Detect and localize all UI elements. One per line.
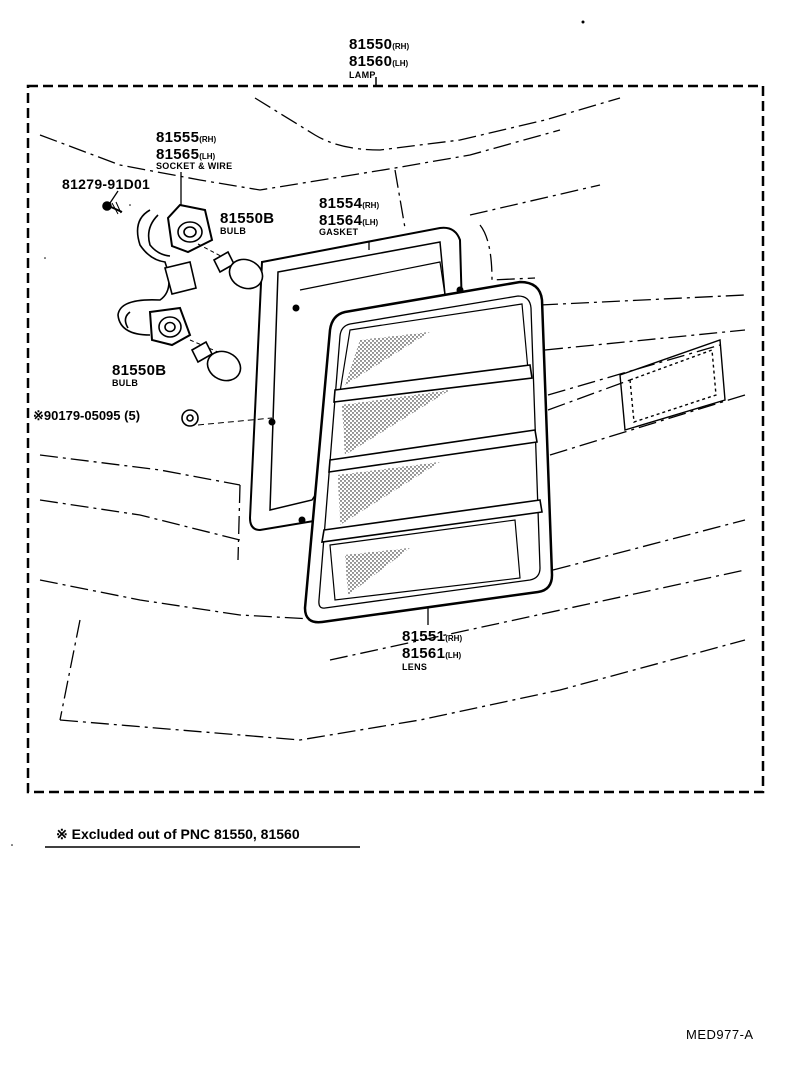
lens-drawing — [303, 280, 554, 624]
lamp-callout: 81550(RH) 81560(LH) LAMP — [349, 36, 410, 80]
vehicle-body-outline — [39, 97, 746, 741]
lamp-desc: LAMP — [349, 70, 376, 80]
nut-callout: ※90179-05095 (5) — [33, 408, 141, 423]
bulb-lower-drawing — [190, 340, 242, 382]
socket-callout: 81555(RH) 81565(LH) SOCKET & WIRE — [156, 129, 233, 171]
gasket-callout: 81554(RH) 81564(LH) GASKET — [319, 195, 380, 237]
nut-drawing — [181, 409, 273, 427]
bulb-lower-callout: 81550B BULB — [112, 362, 167, 388]
diagram-code: MED977-A — [686, 1027, 754, 1042]
socket-desc: SOCKET & WIRE — [156, 161, 233, 171]
bulb-upper-callout: 81550B BULB — [220, 210, 275, 236]
assembly-boundary-box — [26, 84, 765, 794]
leader-lines — [109, 172, 429, 625]
lens-callout: 81551(RH) 81561(LH) LENS — [402, 628, 463, 672]
screw-part-number: 81279-91D01 — [62, 176, 151, 192]
body-side-panel — [619, 339, 726, 431]
screw-drawing — [102, 201, 123, 215]
exclusion-footnote: ※ Excluded out of PNC 81550, 81560 — [56, 826, 300, 842]
bulb-upper-drawing — [212, 250, 264, 290]
socket-and-wire-drawing — [117, 203, 233, 356]
